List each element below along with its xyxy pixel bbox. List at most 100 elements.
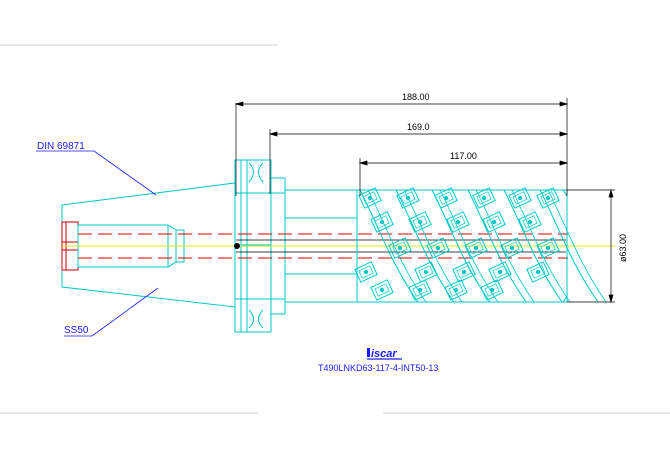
part-number: T490LNKD63-117-4-INT50-13 xyxy=(318,363,438,373)
insert-screw xyxy=(453,287,459,293)
insert-outline xyxy=(388,237,412,259)
insert-face xyxy=(448,283,464,297)
cutting-length-label: 117.00 xyxy=(450,151,477,161)
insert xyxy=(508,187,532,209)
insert xyxy=(408,279,432,301)
flute-edge xyxy=(467,189,527,303)
insert xyxy=(370,279,394,301)
insert-face xyxy=(486,215,502,229)
insert xyxy=(488,261,512,283)
insert xyxy=(388,237,412,259)
insert-screw xyxy=(379,287,385,293)
insert-face xyxy=(504,241,520,255)
insert-face xyxy=(456,265,472,279)
body-chamfer xyxy=(562,189,568,303)
insert-face xyxy=(492,265,508,279)
callout-din xyxy=(36,150,157,196)
insert-screw xyxy=(461,269,467,275)
insert xyxy=(464,237,488,259)
insert xyxy=(536,187,560,209)
insert-face xyxy=(540,191,556,205)
dimension-diameter xyxy=(567,188,615,304)
flute-edge xyxy=(511,189,571,303)
insert-face xyxy=(400,191,416,205)
insert-outline xyxy=(434,187,458,209)
insert-screw xyxy=(379,219,385,225)
insert-face xyxy=(358,265,374,279)
cutter-body xyxy=(354,187,607,303)
taper-callout: SS50 xyxy=(64,325,89,336)
insert-outline xyxy=(408,211,432,233)
diameter-label: ø63.00 xyxy=(618,234,628,262)
insert-outline xyxy=(536,237,560,259)
insert-screw xyxy=(417,219,423,225)
insert xyxy=(426,237,450,259)
insert-screw xyxy=(423,269,429,275)
insert-face xyxy=(512,191,528,205)
standard-callout: DIN 69871 xyxy=(37,141,85,152)
insert-screw xyxy=(527,219,533,225)
insert-outline xyxy=(526,261,550,283)
insert-screw xyxy=(455,219,461,225)
flute-edge xyxy=(475,189,535,303)
insert xyxy=(358,187,382,209)
insert xyxy=(536,237,560,259)
flute-edge xyxy=(503,189,563,303)
insert xyxy=(414,261,438,283)
insert-outline xyxy=(472,187,496,209)
insert xyxy=(518,211,542,233)
insert-face xyxy=(484,283,500,297)
flute-edge xyxy=(367,189,427,303)
insert-face xyxy=(392,241,408,255)
insert-outline xyxy=(358,187,382,209)
insert-outline xyxy=(482,211,506,233)
insert-screw xyxy=(509,245,515,251)
insert-outline xyxy=(464,237,488,259)
insert-face xyxy=(362,191,378,205)
centerlines xyxy=(62,233,615,259)
insert-outline xyxy=(480,279,504,301)
insert-face xyxy=(418,265,434,279)
insert-screw xyxy=(489,287,495,293)
insert xyxy=(482,211,506,233)
insert-face xyxy=(468,241,484,255)
insert-screw xyxy=(497,269,503,275)
logo-text: iscar xyxy=(371,348,397,360)
flute-edge xyxy=(539,189,599,303)
insert-outline xyxy=(354,261,378,283)
insert-face xyxy=(450,215,466,229)
insert-face xyxy=(522,215,538,229)
retention-bore xyxy=(77,224,185,268)
insert-face xyxy=(476,191,492,205)
insert-face xyxy=(530,265,546,279)
insert-screw xyxy=(473,245,479,251)
insert-outline xyxy=(508,187,532,209)
reference-dot xyxy=(234,243,240,249)
insert xyxy=(526,261,550,283)
insert-screw xyxy=(535,269,541,275)
insert-face xyxy=(540,241,556,255)
insert-outline xyxy=(444,279,468,301)
insert-outline xyxy=(536,187,560,209)
dimension-169 xyxy=(268,129,569,194)
insert-outline xyxy=(370,211,394,233)
insert-face xyxy=(430,241,446,255)
insert-outline xyxy=(452,261,476,283)
dimension-188 xyxy=(234,98,569,196)
insert-outline xyxy=(370,279,394,301)
insert-outline xyxy=(408,279,432,301)
insert-screw xyxy=(517,195,523,201)
insert-face xyxy=(374,215,390,229)
insert-outline xyxy=(488,261,512,283)
callout-ss50 xyxy=(64,287,159,337)
insert-face xyxy=(374,283,390,297)
sheet-frame xyxy=(0,44,670,414)
insert-screw xyxy=(397,245,403,251)
cutting-inserts xyxy=(354,187,560,301)
insert xyxy=(434,187,458,209)
insert xyxy=(452,261,476,283)
insert-outline xyxy=(396,187,420,209)
insert-screw xyxy=(363,269,369,275)
